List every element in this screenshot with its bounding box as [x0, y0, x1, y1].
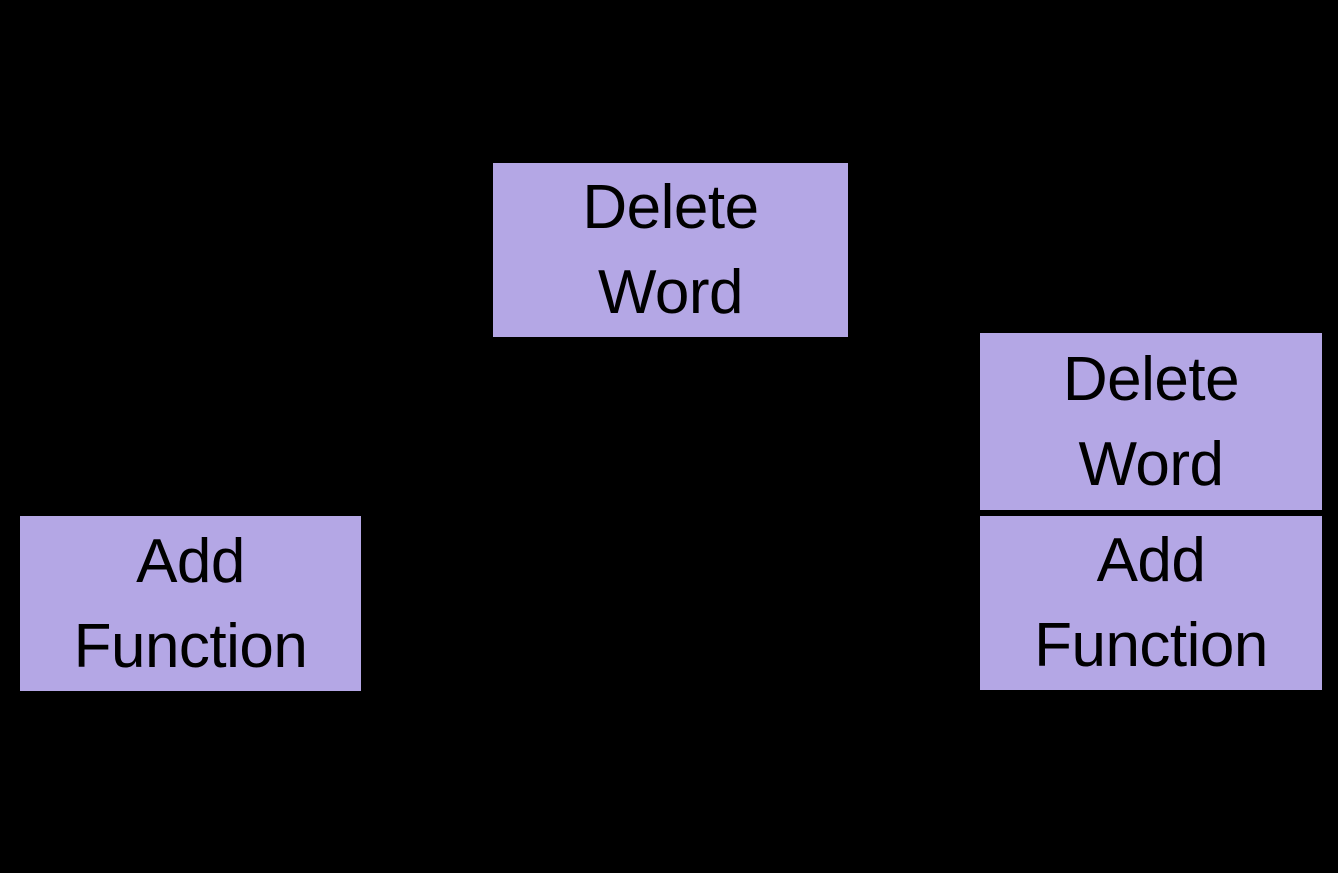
node-delete-word-right[interactable]: Delete Word: [980, 333, 1322, 510]
stack-separator: [980, 510, 1322, 516]
node-stack-right: Delete Word Add Function: [980, 333, 1322, 690]
node-add-function-left[interactable]: Add Function: [20, 516, 361, 691]
node-delete-word-top[interactable]: Delete Word: [493, 163, 848, 337]
node-add-function-right[interactable]: Add Function: [980, 516, 1322, 690]
